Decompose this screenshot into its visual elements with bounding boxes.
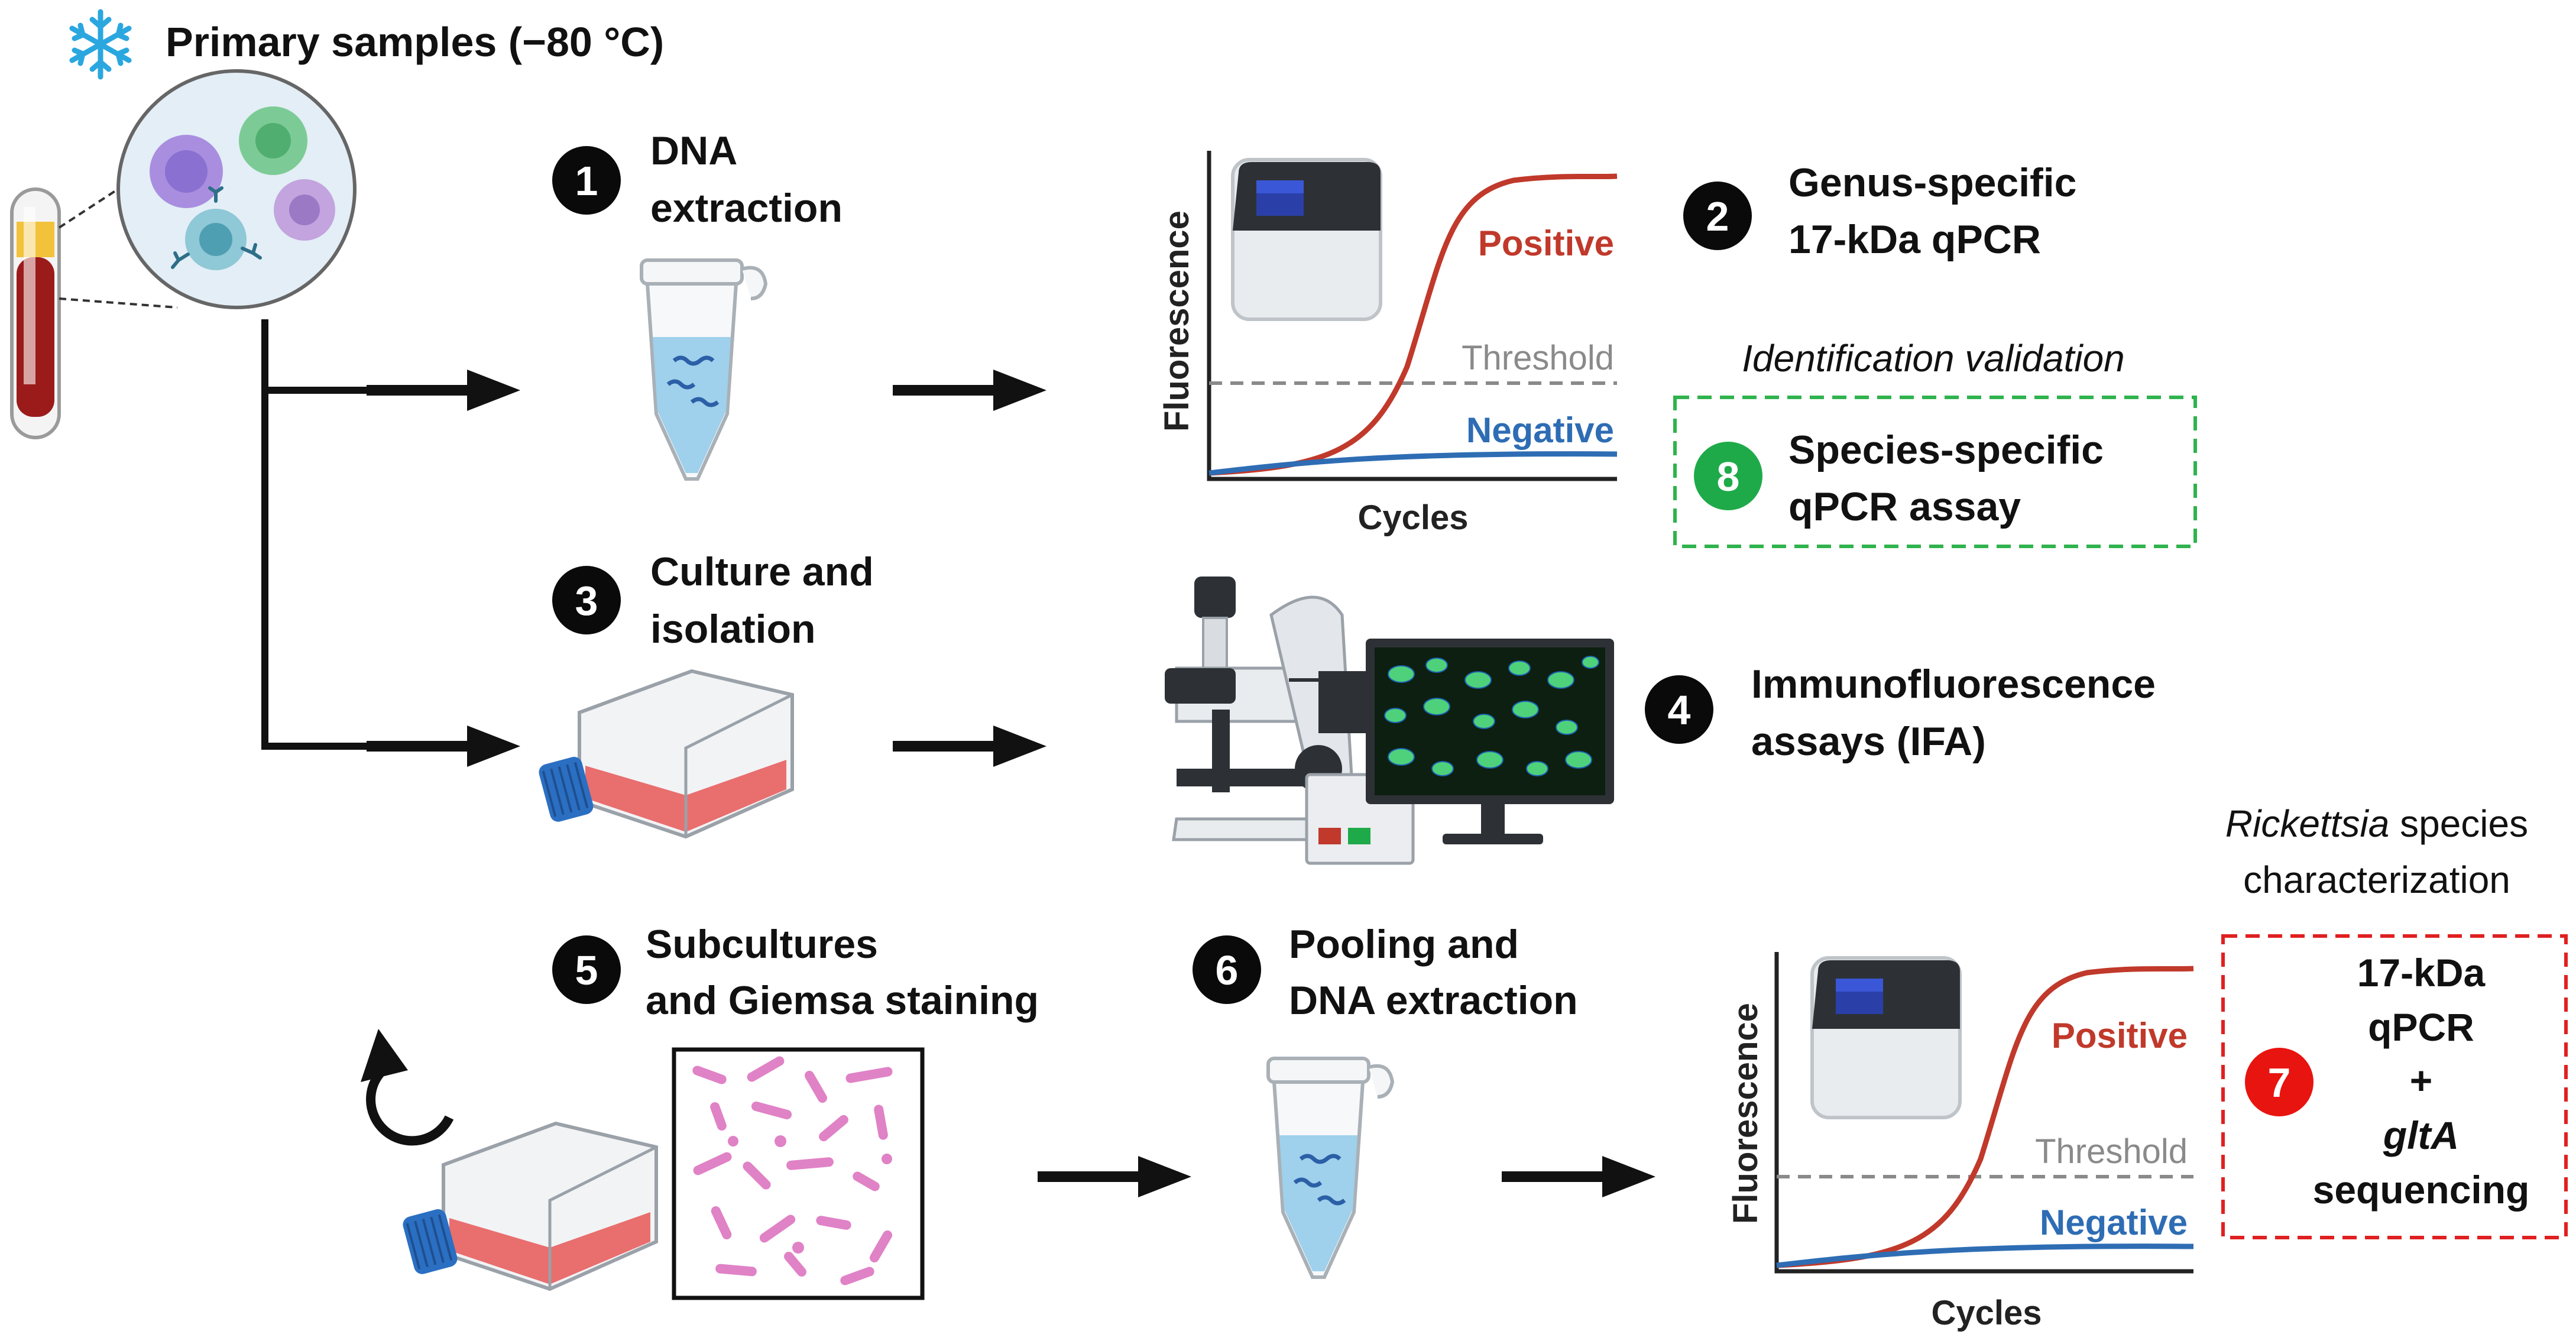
step1-label-line2: extraction	[650, 186, 843, 231]
arrow-to-plot-bottom	[1502, 1156, 1655, 1197]
svg-text:7: 7	[2268, 1060, 2291, 1106]
plot-bottom-xlabel: Cycles	[1931, 1294, 2042, 1332]
qpcr-plot-top	[1207, 151, 1618, 481]
step4-label-line1: Immunofluorescence	[1751, 662, 2156, 707]
step3-badge: 3	[552, 566, 621, 634]
plot-top-threshold: Threshold	[1462, 339, 1614, 377]
step1-label-line1: DNA	[650, 128, 737, 173]
step3-label-line2: isolation	[650, 607, 816, 652]
step2-label-line2: 17-kDa qPCR	[1788, 217, 2041, 262]
cells-icon	[116, 69, 357, 309]
validation-caption: Identification validation	[1742, 337, 2125, 380]
step4-label-line2: assays (IFA)	[1751, 719, 1986, 764]
characterization-rest: species	[2389, 802, 2528, 845]
step3-label-line1: Culture and	[650, 549, 874, 594]
validation-box	[1673, 396, 2197, 548]
step6-badge: 6	[1193, 935, 1261, 1004]
step6-label-line2: DNA extraction	[1289, 978, 1578, 1023]
step8-label-line1: Species-specific	[1788, 428, 2104, 472]
svg-text:8: 8	[1717, 454, 1740, 500]
svg-text:2: 2	[1706, 193, 1729, 239]
giemsa-slide-icon	[672, 1047, 925, 1300]
step5-badge: 5	[552, 935, 621, 1004]
plot-bottom-negative: Negative	[2040, 1203, 2188, 1242]
step7-line2: qPCR	[2368, 1005, 2474, 1049]
branch-connector	[261, 319, 414, 750]
qpcr-machine-icon-2	[1812, 958, 1960, 1118]
arrow-to-step2	[893, 370, 1046, 411]
step7-line4: gltA	[2383, 1113, 2459, 1157]
arrow-to-step6	[1038, 1156, 1191, 1197]
plot-top-positive: Positive	[1478, 224, 1614, 263]
plot-bottom-ylabel: Fluorescence	[1726, 1003, 1765, 1224]
step6-label-line1: Pooling and	[1289, 922, 1519, 967]
step8-badge: 8	[1694, 442, 1762, 510]
step2-label-line1: Genus-specific	[1788, 160, 2077, 205]
arrow-to-step1	[367, 370, 520, 411]
svg-text:5: 5	[575, 947, 598, 993]
step8-label-line2: qPCR assay	[1788, 484, 2021, 529]
plot-bottom-positive: Positive	[2052, 1016, 2188, 1055]
monitor-icon	[1366, 639, 1614, 844]
plot-bottom-threshold: Threshold	[2035, 1132, 2188, 1171]
blood-tube-icon	[12, 189, 59, 438]
step1-badge: 1	[552, 146, 621, 215]
step5-label-line2: and Giemsa staining	[646, 978, 1039, 1023]
step4-badge: 4	[1645, 675, 1713, 744]
svg-text:3: 3	[575, 578, 598, 624]
step2-badge: 2	[1683, 182, 1752, 250]
microtube-icon	[641, 260, 766, 479]
arrow-to-step3	[367, 726, 520, 767]
svg-text:1: 1	[575, 158, 598, 204]
plot-top-xlabel: Cycles	[1357, 498, 1468, 537]
snowflake-icon	[69, 9, 132, 80]
characterization-box	[2221, 934, 2568, 1239]
characterization-italic: Rickettsia	[2225, 802, 2389, 845]
step7-line5: sequencing	[2313, 1168, 2530, 1212]
plot-top-negative: Negative	[1466, 410, 1614, 450]
characterization-caption-line2: characterization	[2243, 859, 2510, 901]
microtube-icon-2	[1268, 1058, 1392, 1277]
qpcr-machine-icon	[1233, 160, 1381, 319]
characterization-caption-line1: Rickettsia species	[2225, 802, 2528, 845]
svg-text:6: 6	[1216, 947, 1239, 993]
plot-top-ylabel: Fluorescence	[1158, 210, 1196, 432]
step7-badge: 7	[2245, 1048, 2313, 1116]
flask-icon-2	[401, 1123, 656, 1289]
step7-line3: +	[2410, 1058, 2433, 1102]
svg-text:4: 4	[1668, 687, 1691, 733]
step7-line1: 17-kDa	[2357, 951, 2486, 995]
step5-label-line1: Subcultures	[646, 922, 878, 967]
flask-icon	[537, 671, 792, 837]
recycle-arrow-icon	[361, 1029, 454, 1146]
arrow-to-step4	[893, 726, 1046, 767]
qpcr-plot-bottom	[1774, 952, 2194, 1274]
page-title: Primary samples (−80 °C)	[166, 19, 664, 65]
